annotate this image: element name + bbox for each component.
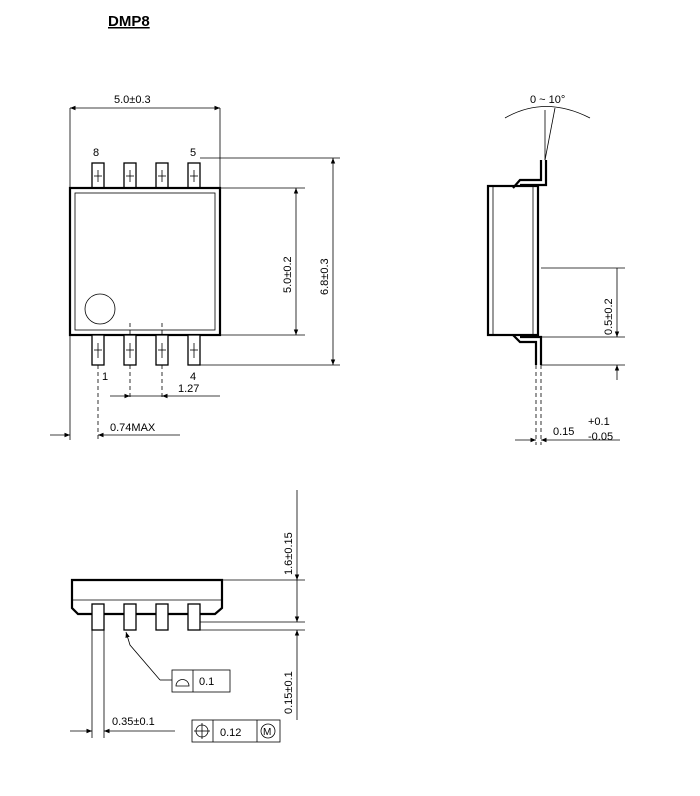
lead-width-dimension: 0.35±0.1 — [112, 716, 155, 728]
pin-label-4: 4 — [190, 371, 196, 383]
body-height-dimension: 5.0±0.2 — [282, 256, 294, 293]
pin-label-5: 5 — [190, 147, 196, 159]
pin1-marker — [84, 293, 116, 325]
mmc-modifier: M — [263, 727, 271, 738]
lead-thickness-tol-lower: -0.05 — [588, 431, 613, 443]
position-frame — [191, 719, 281, 743]
flatness-tolerance: 0.1 — [199, 676, 214, 688]
angle-arc — [504, 106, 591, 119]
total-height-dimension: 6.8±0.3 — [319, 258, 331, 295]
overhang-dimension: 0.74MAX — [110, 422, 156, 434]
side-view: 0 ~ 10° 0.5±0.2 0.15 +0.1 -0.05 — [486, 94, 625, 445]
width-dimension: 5.0±0.3 — [114, 94, 151, 106]
angle-dimension: 0 ~ 10° — [530, 94, 565, 106]
bottom-leads — [91, 334, 201, 366]
top-view: 8 5 1 4 5.0±0.3 5.0±0.2 6.8±0.3 1.27 0.7… — [50, 94, 340, 440]
package-body — [68, 186, 222, 337]
side-body — [486, 184, 540, 337]
height-dimension: 1.6±0.15 — [283, 532, 295, 575]
pin-label-1: 1 — [102, 371, 108, 383]
flatness-icon — [175, 679, 190, 687]
front-view: 1.6±0.15 0.15±0.1 0.1 0.35±0.1 0.12 M — [70, 490, 305, 743]
lead-thickness-tol-upper: +0.1 — [588, 416, 610, 428]
pin-label-8: 8 — [93, 147, 99, 159]
flatness-frame — [171, 669, 231, 693]
top-leads — [91, 162, 201, 189]
position-tolerance: 0.12 — [220, 727, 241, 739]
lead-length-dimension: 0.5±0.2 — [603, 298, 615, 335]
mmc-modifier-icon — [260, 723, 276, 739]
standoff-dimension: 0.15±0.1 — [283, 671, 295, 714]
lead-thickness-dimension: 0.15 — [553, 426, 574, 438]
package-title: DMP8 — [108, 13, 150, 30]
pitch-dimension: 1.27 — [178, 383, 199, 395]
